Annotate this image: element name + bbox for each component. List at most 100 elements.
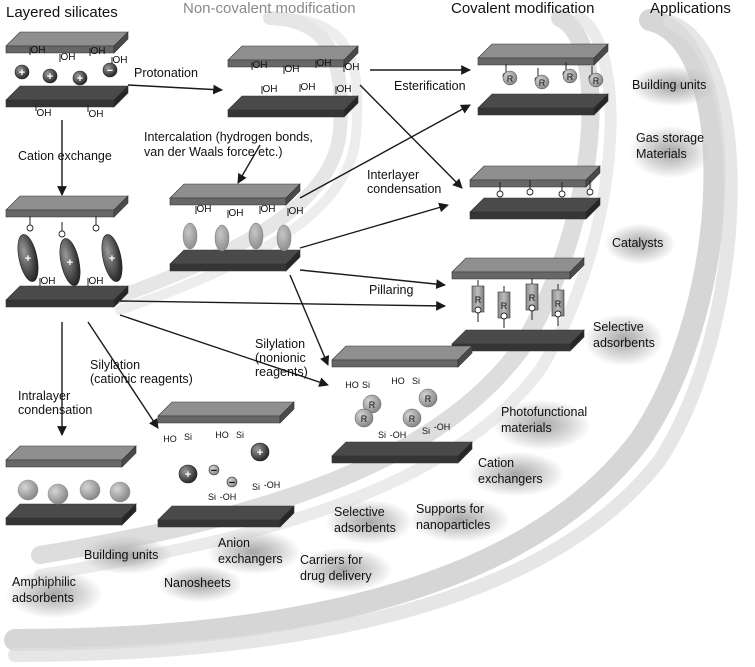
sn-ho-1: HO	[391, 376, 405, 386]
sc-ion-1-sign: +	[257, 447, 263, 459]
slab-layered-top-side	[113, 31, 129, 54]
app-supports-line1: Supports for	[416, 502, 485, 516]
sc-ho-1: HO	[215, 430, 229, 440]
label-protonation: Protonation	[134, 66, 198, 80]
app-cation-exchangers-line2: exchangers	[478, 472, 543, 486]
label-intercalation-line1: Intercalation (hydrogen bonds,	[144, 130, 313, 144]
sc-oh-3: -OH	[264, 480, 281, 490]
slab-int-bottom-side	[285, 249, 301, 272]
slab-est-bottom-side	[593, 93, 609, 116]
sn-si-3: Si	[422, 426, 430, 436]
blob-selective-adsorbents-mid	[326, 500, 412, 544]
blob-selective-adsorbents-right	[585, 314, 663, 366]
sn-ho-0: HO	[345, 380, 359, 390]
sn-si-0: Si	[362, 380, 370, 390]
slab-pil-top-front	[451, 271, 571, 280]
app-anion-exchangers-line2: exchangers	[218, 552, 283, 566]
slab-est-bottom-front	[477, 107, 595, 116]
slab-sn-bottom-top	[331, 441, 473, 457]
o-pil-b-0-o	[474, 306, 482, 314]
header-layered-silicates: Layered silicates	[6, 4, 118, 21]
slab-intra-bottom-front	[5, 517, 123, 526]
label-intralayer-condensation-line1: Intralayer	[18, 389, 71, 403]
o-ce-0-o	[26, 224, 34, 232]
label-silylation-nonionic-line2: (nonionic	[255, 351, 306, 365]
app-building-units-bottom: Building units	[84, 548, 159, 562]
slab-pil-bottom-top	[451, 329, 585, 345]
sn-si-2: Si	[378, 430, 386, 440]
sc-ion-1	[250, 442, 270, 462]
slab-cond-top-front	[469, 179, 587, 188]
slab-ce-top-top	[5, 195, 129, 211]
app-selective-adsorbents-right-line1: Selective	[593, 320, 644, 334]
sc-si-3: Si	[252, 482, 260, 492]
sc-si-2: Si	[208, 492, 216, 502]
slab-ce-top-front	[5, 209, 115, 218]
slab-cond-bottom-front	[469, 211, 587, 220]
intra-ball-2	[79, 479, 101, 501]
oh-layered-b-1-text: OH	[89, 109, 104, 120]
structure-condensed	[469, 165, 601, 220]
slab-intra-top-side	[121, 445, 137, 468]
sc-ion-0-sign: +	[185, 469, 191, 481]
slab-ce-bottom-top	[5, 285, 129, 301]
oh-layered-2-text: OH	[91, 46, 106, 57]
oh-proton-b-2-text: OH	[337, 84, 352, 95]
slab-sc-top-top	[157, 401, 295, 417]
oh-proton-b-1-text: OH	[301, 82, 316, 93]
arrow-to-silylation-nonionic-b	[119, 314, 329, 387]
label-pillaring: Pillaring	[369, 283, 414, 297]
r-est-2	[562, 68, 578, 84]
app-building-units-top: Building units	[632, 78, 707, 92]
slab-ce-bottom-side	[113, 285, 129, 308]
slab-layered-bottom-side	[113, 85, 129, 108]
app-catalysts: Catalysts	[612, 236, 664, 250]
sn-r-1	[418, 388, 438, 408]
blob-nanosheets	[158, 566, 242, 602]
slab-int-bottom-front	[169, 263, 287, 272]
oh-layered-b-0-text: OH	[37, 108, 52, 119]
o-cond-1-o	[526, 188, 534, 196]
r-est-text-0: R	[507, 74, 514, 84]
slab-ce-bottom-front	[5, 299, 115, 308]
slab-sn-bottom-side	[457, 441, 473, 464]
label-silylation-cationic-line2: (cationic reagents)	[90, 372, 193, 386]
intra-ball-1	[47, 483, 69, 505]
slab-sc-bottom-top	[157, 505, 295, 521]
label-silylation-cationic-line1: Silylation	[90, 358, 141, 372]
slab-int-top-side	[285, 183, 301, 206]
slab-sn-top-top	[331, 345, 473, 361]
r-est-0	[502, 70, 518, 86]
slab-intra-top-top	[5, 445, 137, 461]
ion-layered-1	[42, 68, 58, 84]
oh-layered-3-text: OH	[113, 55, 128, 66]
oh-int-t-1-text: OH	[229, 208, 244, 219]
sc-ho-0: HO	[163, 434, 177, 444]
blob-building-units-top	[630, 66, 716, 106]
app-amphiphilic-line2: adsorbents	[12, 591, 74, 605]
app-photofunctional-line1: Photofunctional	[501, 405, 588, 419]
slab-proton-bottom-side	[343, 95, 359, 118]
oh-ce-b-0-text: OH	[41, 276, 56, 287]
arrow-to-condensation-b	[299, 202, 449, 249]
slab-int-top-top	[169, 183, 301, 199]
r-est-text-2: R	[567, 72, 574, 82]
pillar-r-0: R	[475, 295, 482, 305]
app-selective-adsorbents-right-line2: adsorbents	[593, 336, 655, 350]
app-amphiphilic-line1: Amphiphilic	[12, 575, 76, 589]
blob-amphiphilic	[6, 570, 102, 618]
slab-int-bottom-top	[169, 249, 301, 265]
app-supports-line2: nanoparticles	[416, 518, 491, 532]
sn-si-1: Si	[412, 376, 420, 386]
molecule-int-3	[276, 224, 292, 252]
label-interlayer-condensation-line2: condensation	[367, 182, 442, 196]
ion-layered-3-sign: −	[107, 65, 113, 77]
slab-cond-bottom-top	[469, 197, 601, 213]
process-arrows	[57, 65, 471, 436]
ellipse-ce-0	[17, 234, 39, 282]
ion-layered-2	[72, 70, 88, 86]
sn-r-3	[402, 408, 422, 428]
molecule-int-1	[214, 224, 230, 252]
